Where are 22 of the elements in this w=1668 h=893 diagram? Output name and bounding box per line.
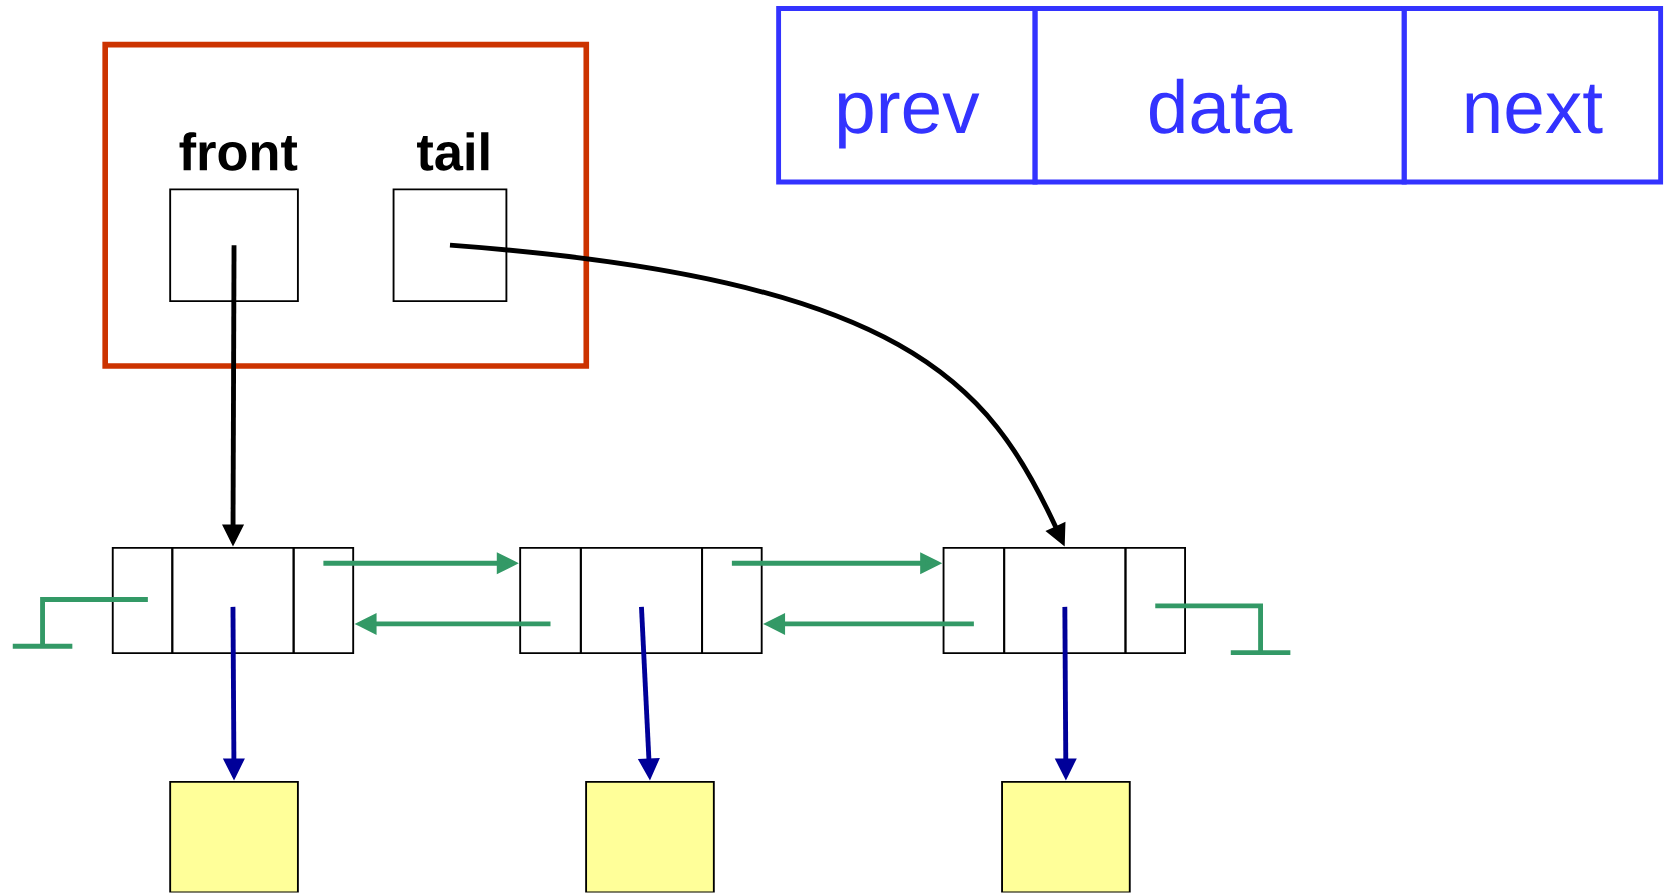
null-link (40, 597, 148, 647)
data-box (1001, 781, 1131, 893)
null-link (1155, 603, 1263, 653)
node-label: front (179, 132, 298, 171)
data-box (585, 781, 715, 893)
pointer-box: front (169, 132, 299, 303)
node-cell (519, 547, 582, 655)
node-cell (292, 547, 355, 655)
node-cell (579, 547, 704, 655)
node-cell (1003, 547, 1127, 655)
list-object-box (102, 42, 590, 370)
node-cell (1124, 547, 1186, 655)
field-box: next (1401, 6, 1664, 185)
field-box: data (1032, 6, 1407, 185)
node-cell (701, 547, 763, 655)
node-cell (942, 547, 1006, 655)
node-label: tail (417, 132, 489, 171)
field-box: prev (776, 6, 1038, 185)
pointer-box: tail (392, 132, 508, 303)
data-box (169, 781, 299, 893)
node-cell (111, 547, 174, 655)
node-cell (171, 547, 295, 655)
